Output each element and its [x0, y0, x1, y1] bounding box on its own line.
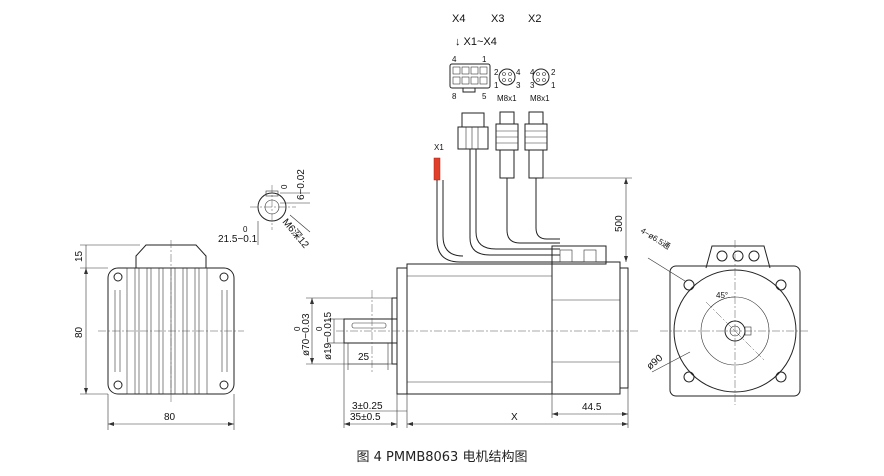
pin-4: 4 — [452, 55, 457, 64]
x1-power-lead: X1 — [433, 143, 444, 240]
dim-flange-0: 0 — [293, 326, 302, 331]
dim-15: 15 — [74, 250, 85, 262]
label-x1-x4: ↓ X1~X4 — [455, 36, 497, 48]
dim-shaft-length: 35±0.5 — [350, 412, 381, 423]
figure-caption: 图 4 PMMB8063 电机结构图 — [356, 450, 528, 465]
connector-8pin-face: 4 1 8 5 — [449, 55, 491, 101]
dim-shaft-0: 0 — [315, 326, 324, 331]
label-x3: X3 — [491, 13, 504, 25]
connector-bodies — [457, 111, 548, 179]
dim-body-length: X — [511, 412, 518, 423]
x2-pin-1: 1 — [551, 81, 556, 90]
cable-length-dim: 500 — [540, 177, 632, 262]
dim-shaft-dia: ø19−0.015 — [323, 311, 334, 360]
dim-80-horizontal: 80 — [164, 412, 176, 423]
x2-pin-2: 2 — [551, 68, 556, 77]
x3-pin-1: 1 — [494, 81, 499, 90]
x3-pin-2: 2 — [494, 68, 499, 77]
shaft-thread: M6深12 — [280, 216, 312, 251]
rear-end-view: 15 80 80 — [74, 240, 244, 430]
x3-thread: M8x1 — [497, 94, 517, 103]
x2-pin-4: 4 — [530, 68, 535, 77]
pin-8: 8 — [452, 92, 457, 101]
dim-key-length: 25 — [358, 352, 370, 363]
connector-header-labels: X4 X3 X2 ↓ X1~X4 — [452, 13, 541, 48]
connector-x3-face: 2 4 1 3 M8x1 — [494, 68, 521, 103]
cable-bundle — [436, 149, 560, 263]
label-x1: X1 — [434, 143, 444, 152]
x2-pin-3: 3 — [530, 81, 535, 90]
connector-x2-face: 4 2 3 1 M8x1 — [530, 68, 556, 103]
flange-angle: 45° — [716, 291, 728, 300]
label-x4: X4 — [452, 13, 465, 25]
dim-cable-length: 500 — [614, 215, 625, 232]
x2-thread: M8x1 — [530, 94, 550, 103]
dim-flange-step: 3±0.25 — [352, 401, 383, 412]
shaft-section-view: 0 6−0.02 0 21.5−0.1 M6深12 — [218, 169, 312, 251]
flange-front-view: 45° 4−ø6.5通 ø90 — [639, 225, 810, 405]
shaft-dim-c: 0 — [243, 225, 248, 234]
dim-rear-length: 44.5 — [582, 402, 602, 413]
x3-pin-3: 3 — [516, 81, 521, 90]
pin-1: 1 — [482, 55, 487, 64]
motor-structure-drawing: X4 X3 X2 ↓ X1~X4 4 1 8 5 2 4 1 3 M8x1 — [74, 13, 810, 430]
shaft-dim-b: 6−0.02 — [296, 169, 307, 200]
flange-hole-callout: 4−ø6.5通 — [639, 225, 672, 251]
dim-flange-dia: ø70−0.03 — [301, 313, 312, 356]
shaft-dim-a: 0 — [280, 184, 289, 189]
x3-pin-4: 4 — [516, 68, 521, 77]
motor-side-view: 0 ø70−0.03 0 ø19−0.015 25 3±0.25 35±0.5 … — [293, 245, 640, 428]
label-x2: X2 — [528, 13, 541, 25]
shaft-dim-d: 21.5−0.1 — [218, 234, 258, 245]
dim-80-vertical: 80 — [74, 326, 85, 338]
flange-pcd: ø90 — [645, 353, 666, 373]
pin-5: 5 — [482, 92, 487, 101]
